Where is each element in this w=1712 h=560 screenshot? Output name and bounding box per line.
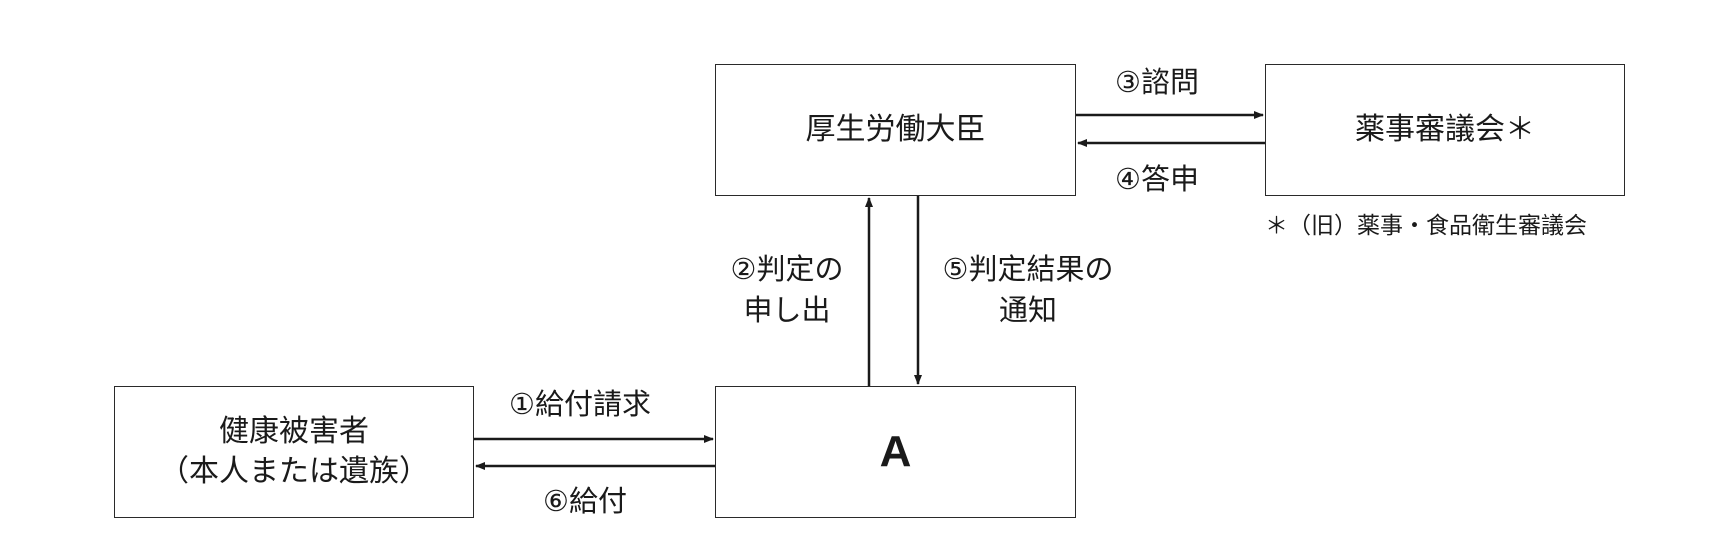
node-minister: 厚生労働大臣 bbox=[715, 64, 1076, 196]
council-label: 薬事審議会＊ bbox=[1355, 111, 1535, 147]
label-request-judgment-line1: ②判定の bbox=[730, 252, 844, 286]
label-request-judgment-line2: 申し出 bbox=[743, 292, 831, 327]
victim-label-line2: （本人または遺族） bbox=[159, 454, 429, 489]
label-request-judgment: ②判定の 申し出 bbox=[712, 249, 862, 330]
label-benefit-claim-text: ①給付請求 bbox=[509, 387, 651, 421]
label-report: ④答申 bbox=[1115, 159, 1199, 200]
label-consult: ③諮問 bbox=[1115, 62, 1199, 103]
agency-label: A bbox=[879, 427, 912, 477]
label-report-text: ④答申 bbox=[1115, 162, 1199, 196]
label-benefit-payment-text: ⑥給付 bbox=[543, 484, 627, 518]
label-notify-result-line2: 通知 bbox=[998, 292, 1057, 327]
node-council: 薬事審議会＊ bbox=[1265, 64, 1625, 196]
node-agency: A bbox=[715, 386, 1076, 518]
node-victim: 健康被害者 （本人または遺族） bbox=[114, 386, 474, 518]
label-benefit-claim: ①給付請求 bbox=[509, 384, 651, 425]
label-notify-result-line1: ⑤判定結果の bbox=[942, 252, 1114, 286]
label-benefit-payment: ⑥給付 bbox=[543, 481, 627, 522]
label-consult-text: ③諮問 bbox=[1115, 65, 1199, 99]
footnote: ＊（旧）薬事・食品衛生審議会 bbox=[1265, 206, 1587, 240]
victim-label-line1: 健康被害者 bbox=[219, 413, 369, 449]
minister-label: 厚生労働大臣 bbox=[805, 111, 986, 147]
label-notify-result: ⑤判定結果の 通知 bbox=[928, 249, 1128, 330]
footnote-text: ＊（旧）薬事・食品衛生審議会 bbox=[1265, 213, 1587, 239]
